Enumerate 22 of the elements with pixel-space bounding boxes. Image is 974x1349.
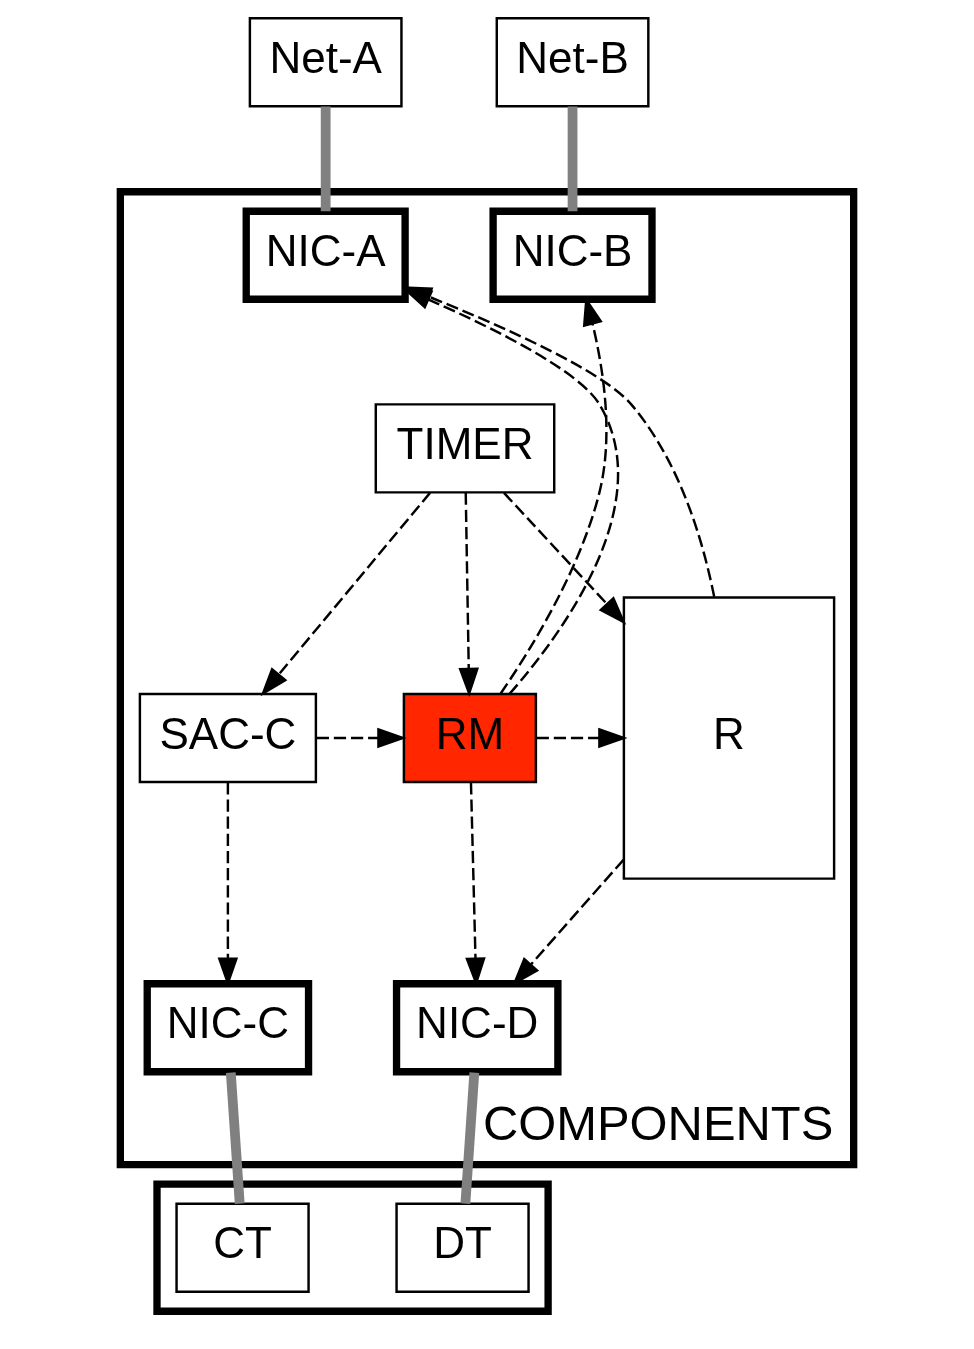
connector	[567, 106, 578, 212]
cluster	[153, 1180, 552, 1315]
arrow	[260, 492, 431, 697]
arrow	[458, 492, 479, 698]
arrow	[503, 492, 627, 625]
node-box: CT	[175, 1202, 310, 1293]
arrow	[316, 727, 407, 749]
node-box: Net-A	[248, 16, 403, 108]
node-box: NIC-C	[143, 980, 313, 1076]
node-box: NIC-A	[242, 207, 409, 303]
node-box: DT	[395, 1202, 530, 1293]
node-box: R	[622, 596, 836, 880]
node-box: NIC-D	[392, 980, 562, 1076]
node-box: Net-B	[495, 16, 650, 108]
node-box: NIC-B	[489, 207, 656, 303]
node-box: TIMER	[374, 403, 556, 494]
arrow	[536, 727, 628, 749]
node-box: SAC-C	[138, 692, 318, 784]
connector	[225, 1072, 245, 1204]
connector	[320, 106, 331, 212]
node-box: RM	[402, 692, 538, 784]
connector	[460, 1072, 480, 1204]
